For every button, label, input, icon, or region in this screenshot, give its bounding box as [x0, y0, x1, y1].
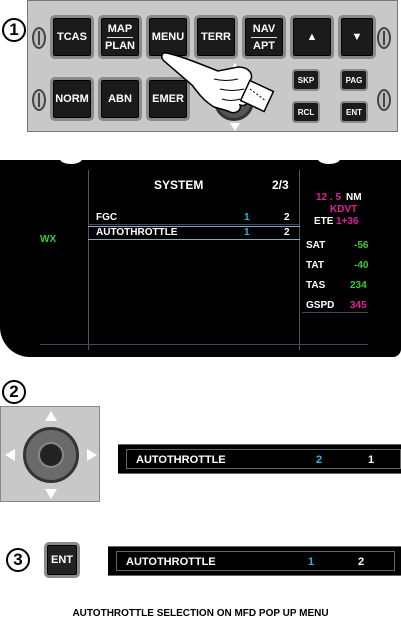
pointing-hand-icon	[161, 52, 275, 114]
display-tear-right	[318, 154, 340, 164]
distance-value: 12 . 5	[316, 192, 342, 203]
joystick-panel	[0, 406, 100, 502]
up-arrow-key[interactable]: ▲	[290, 15, 334, 59]
joystick-right-arrow-icon	[87, 449, 97, 461]
display-tear-left	[60, 154, 82, 164]
display-bottom-line	[40, 344, 368, 345]
emer-key[interactable]: EMER	[146, 77, 190, 121]
menu-item-option-1[interactable]: 1	[244, 227, 250, 238]
step3-option-b[interactable]: 2	[358, 556, 365, 568]
tcas-key[interactable]: TCAS	[50, 15, 94, 59]
tat-label: TAT	[306, 260, 324, 271]
waypoint-name: KDVT	[330, 204, 358, 215]
joystick-center	[38, 442, 64, 468]
down-arrow-icon: ▼	[351, 31, 363, 43]
tas-value: 234	[350, 280, 367, 291]
menu-item-label[interactable]: FGC	[96, 212, 118, 223]
skp-label: SKP	[297, 75, 315, 85]
sat-label: SAT	[306, 240, 326, 251]
menu-key[interactable]: MENU	[146, 15, 190, 59]
ent-key[interactable]: ENT	[340, 101, 368, 123]
tcas-label: TCAS	[57, 31, 87, 43]
ent-key[interactable]: ENT	[44, 542, 80, 578]
joystick-up-arrow-icon	[45, 411, 57, 421]
figure-caption: AUTOTHROTTLE SELECTION ON MFD POP UP MEN…	[72, 608, 329, 619]
control-panel: TCAS MAP PLAN MENU TERR NAV APT ▲ ▼ NORM A…	[27, 0, 398, 132]
menu-label: MENU	[151, 31, 185, 43]
emer-label: EMER	[152, 93, 184, 105]
mfd-display: SYSTEM 2/3 FGC 1 2 AUTOTHROTTLE 1 2 WX 1…	[0, 154, 401, 357]
step-1-badge: 1	[2, 18, 26, 42]
menu-row-divider	[88, 224, 300, 225]
terr-key[interactable]: TERR	[194, 15, 238, 59]
step2-option-b[interactable]: 1	[368, 454, 375, 466]
tas-label: TAS	[306, 280, 326, 291]
ent-label: ENT	[346, 107, 362, 117]
menu-item-option-1[interactable]: 1	[244, 212, 250, 223]
step2-autothrottle-label[interactable]: AUTOTHROTTLE	[136, 454, 226, 466]
step-3-badge: 3	[6, 548, 30, 572]
menu-item-option-2[interactable]: 2	[284, 227, 290, 238]
apt-label: APT	[253, 39, 275, 52]
norm-key[interactable]: NORM	[50, 77, 94, 121]
ete-label: ETE	[314, 216, 334, 227]
screw-icon	[32, 89, 46, 111]
down-arrow-key[interactable]: ▼	[338, 15, 376, 59]
rcl-key[interactable]: RCL	[292, 101, 320, 123]
step3-autothrottle-label[interactable]: AUTOTHROTTLE	[126, 556, 216, 568]
step3-menu-bar: AUTOTHROTTLE 1 2	[108, 546, 401, 576]
step2-option-a[interactable]: 2	[316, 454, 323, 466]
data-divider	[302, 312, 368, 313]
menu-item-highlight	[88, 226, 300, 240]
screw-icon	[377, 27, 391, 49]
gspd-label: GSPD	[306, 300, 335, 311]
up-arrow-icon: ▲	[306, 31, 318, 43]
step3-option-a[interactable]: 1	[308, 556, 315, 568]
popup-page-number: 2/3	[272, 178, 289, 192]
abn-label: ABN	[108, 93, 132, 105]
screw-icon	[32, 27, 46, 49]
norm-label: NORM	[55, 93, 89, 105]
map-label: MAP	[107, 22, 133, 35]
distance-unit: NM	[346, 192, 362, 203]
joystick-down-arrow-icon	[230, 123, 240, 131]
step2-menu-bar: AUTOTHROTTLE 2 1	[118, 444, 401, 474]
abn-key[interactable]: ABN	[98, 77, 142, 121]
ete-value: 1+36	[336, 216, 359, 227]
joystick-knob[interactable]	[23, 427, 79, 483]
plan-label: PLAN	[105, 39, 135, 52]
menu-item-label[interactable]: AUTOTHROTTLE	[96, 227, 178, 238]
ent-label: ENT	[51, 554, 73, 566]
joystick-left-arrow-icon	[5, 449, 15, 461]
joystick-down-arrow-icon	[45, 489, 57, 499]
step-2-badge: 2	[2, 380, 26, 404]
map-plan-key[interactable]: MAP PLAN	[98, 15, 142, 59]
pag-key[interactable]: PAG	[340, 69, 368, 91]
nav-label: NAV	[252, 22, 276, 35]
popup-title: SYSTEM	[154, 178, 204, 192]
nav-apt-key[interactable]: NAV APT	[242, 15, 286, 59]
rcl-label: RCL	[297, 107, 315, 117]
screw-icon	[377, 89, 391, 111]
popup-menu	[88, 170, 300, 350]
gspd-value: 345	[350, 300, 367, 311]
terr-label: TERR	[201, 31, 231, 43]
skp-key[interactable]: SKP	[292, 69, 320, 91]
sat-value: -56	[354, 240, 369, 251]
tat-value: -40	[354, 260, 369, 271]
menu-item-option-2[interactable]: 2	[284, 212, 290, 223]
wx-label: WX	[40, 234, 57, 245]
pag-label: PAG	[345, 75, 363, 85]
step3-highlight-box	[116, 551, 395, 571]
